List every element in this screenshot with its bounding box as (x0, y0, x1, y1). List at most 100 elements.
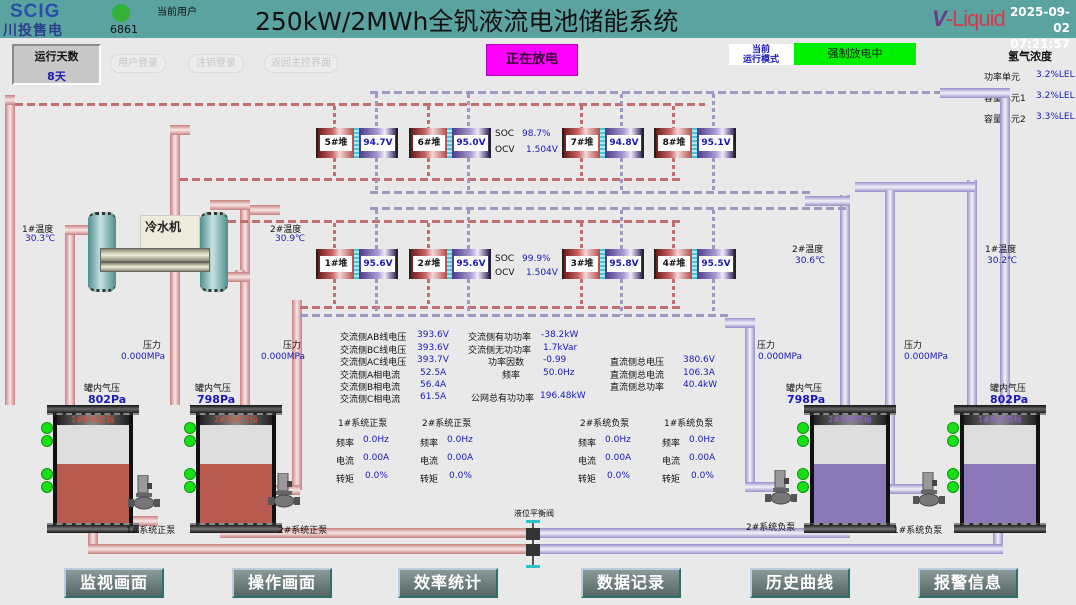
chiller-temp1-label: 1#温度 (22, 225, 54, 235)
nav-monitor-button[interactable]: 监视画面 (64, 568, 164, 598)
stack-5[interactable]: 5#堆 94.7V (316, 128, 398, 158)
stack-4[interactable]: 4#堆 95.5V (654, 249, 736, 279)
scig-logo: SCIG (10, 1, 61, 22)
power-label: 交流侧无功功率 (468, 346, 532, 356)
user-login-button[interactable]: 用户登录 (110, 54, 166, 73)
torque-value: 0.0% (607, 471, 630, 481)
pressure-label-3: 压力 (757, 341, 776, 351)
run-mode-label-line1: 当前 (751, 45, 770, 55)
freq-value: 0.0Hz (447, 435, 473, 445)
tank-2-positive[interactable]: 2#系统正极 (190, 405, 282, 535)
return-main-button[interactable]: 返回主控界面 (264, 54, 338, 73)
torque-label: 转矩 (336, 475, 355, 485)
current-value: 0.00A (689, 453, 716, 463)
nav-alarm-button[interactable]: 报警信息 (918, 568, 1018, 598)
logout-button[interactable]: 注销登录 (188, 54, 244, 73)
hydrogen-value-power: 3.2%LEL (1036, 70, 1075, 80)
date-text: 2025-09-02 (1009, 5, 1070, 35)
current-label: 电流 (578, 457, 597, 467)
pump-icon[interactable] (268, 473, 302, 513)
tank-2-negative[interactable]: 2#系统负极 (804, 405, 896, 535)
stack-1[interactable]: 1#堆 95.6V (316, 249, 398, 279)
power-value: -38.2kW (541, 330, 579, 340)
lower-soc-value: 99.9% (522, 254, 551, 264)
torque-label: 转矩 (662, 475, 681, 485)
pump-label-1-pos: 1#系统正泵 (126, 526, 176, 536)
pump-icon[interactable] (765, 470, 799, 510)
freq-label: 频率 (420, 439, 439, 449)
dc-label: 直流侧总电流 (610, 371, 665, 381)
pump-icon[interactable] (913, 472, 947, 512)
dc-label: 直流侧总功率 (610, 383, 665, 393)
freq-value: 0.0Hz (363, 435, 389, 445)
stack-voltage: 94.8V (607, 135, 641, 151)
stack-6[interactable]: 6#堆 95.0V (409, 128, 491, 158)
pump-title: 1#系统正泵 (338, 419, 388, 429)
torque-value: 0.0% (691, 471, 714, 481)
nav-history-button[interactable]: 历史曲线 (750, 568, 850, 598)
stack-8[interactable]: 8#堆 95.1V (654, 128, 736, 158)
level-led (41, 468, 53, 480)
neg-temp2-value: 30.6℃ (795, 256, 826, 266)
level-led (797, 468, 809, 480)
torque-value: 0.0% (449, 471, 472, 481)
pump-label-1-neg: 1#系统负泵 (893, 526, 943, 536)
power-value: 1.7kVar (543, 343, 578, 353)
dc-label: 直流侧总电压 (610, 358, 665, 368)
power-label: 功率因数 (488, 358, 525, 368)
level-led (797, 435, 809, 447)
level-led (947, 435, 959, 447)
dc-value: 106.3A (683, 368, 715, 378)
pump-title: 2#系统正泵 (422, 419, 472, 429)
hydrogen-value-cap1: 3.2%LEL (1036, 91, 1075, 101)
tank-name: 1#系统正极 (57, 415, 129, 425)
ac-label: 交流侧AC线电压 (340, 358, 407, 368)
tank1-gas-label: 罐内气压 (84, 384, 121, 394)
datetime: 2025-09-02 07:21:57 (1004, 4, 1070, 52)
tank1-gas-value: 802Pa (88, 393, 127, 406)
freq-value: 0.0Hz (605, 435, 631, 445)
chiller-temp2-value: 30.9℃ (275, 234, 306, 244)
stack-voltage: 95.0V (454, 135, 488, 151)
stack-7[interactable]: 7#堆 94.8V (562, 128, 644, 158)
tank-1-negative[interactable]: 1#系统负极 (954, 405, 1046, 535)
tank2-gas-label: 罐内气压 (195, 384, 232, 394)
page-title: 250kW/2MWh全钒液流电池储能系统 (255, 7, 679, 36)
torque-value: 0.0% (365, 471, 388, 481)
freq-label: 频率 (662, 439, 681, 449)
power-label: 公网总有功功率 (471, 394, 535, 404)
current-value: 0.00A (605, 453, 632, 463)
ac-value: 393.6V (417, 330, 449, 340)
stack-2[interactable]: 2#堆 95.6V (409, 249, 491, 279)
run-mode-label-line2: 运行模式 (742, 55, 779, 65)
tank-1-positive[interactable]: 1#系统正极 (47, 405, 139, 535)
pressure-value-1: 0.000MPa (121, 352, 166, 362)
stack-3[interactable]: 3#堆 95.8V (562, 249, 644, 279)
hydrogen-title: 氢气浓度 (1008, 50, 1052, 63)
ac-value: 56.4A (420, 380, 447, 390)
time-text: 07:21:57 (1010, 37, 1070, 51)
stack-name: 5#堆 (320, 135, 352, 151)
ac-value: 393.6V (417, 343, 449, 353)
upper-ocv-label: OCV (495, 145, 515, 155)
ac-label: 交流侧C相电流 (340, 395, 401, 405)
pressure-label-1: 压力 (143, 341, 162, 351)
power-label: 频率 (502, 371, 521, 381)
pump-icon[interactable] (128, 475, 162, 515)
freq-value: 0.0Hz (689, 435, 715, 445)
stack-name: 3#堆 (566, 256, 598, 272)
neg-temp1-label: 1#温度 (985, 245, 1017, 255)
nav-data-record-button[interactable]: 数据记录 (581, 568, 681, 598)
power-label: 交流侧有功功率 (468, 333, 532, 343)
stack-name: 6#堆 (413, 135, 445, 151)
nav-efficiency-button[interactable]: 效率统计 (398, 568, 498, 598)
user-id: 6861 (110, 23, 138, 36)
vliquid-logo: V-Liquid (932, 6, 1006, 31)
tank-fill (814, 464, 886, 523)
stack-name: 4#堆 (658, 256, 690, 272)
balance-valve-icon[interactable] (524, 520, 542, 568)
pressure-value-2: 0.000MPa (261, 352, 306, 362)
current-value: 0.00A (447, 453, 474, 463)
chiller-unit[interactable]: 冷水机 (140, 215, 200, 251)
nav-operation-button[interactable]: 操作画面 (232, 568, 332, 598)
